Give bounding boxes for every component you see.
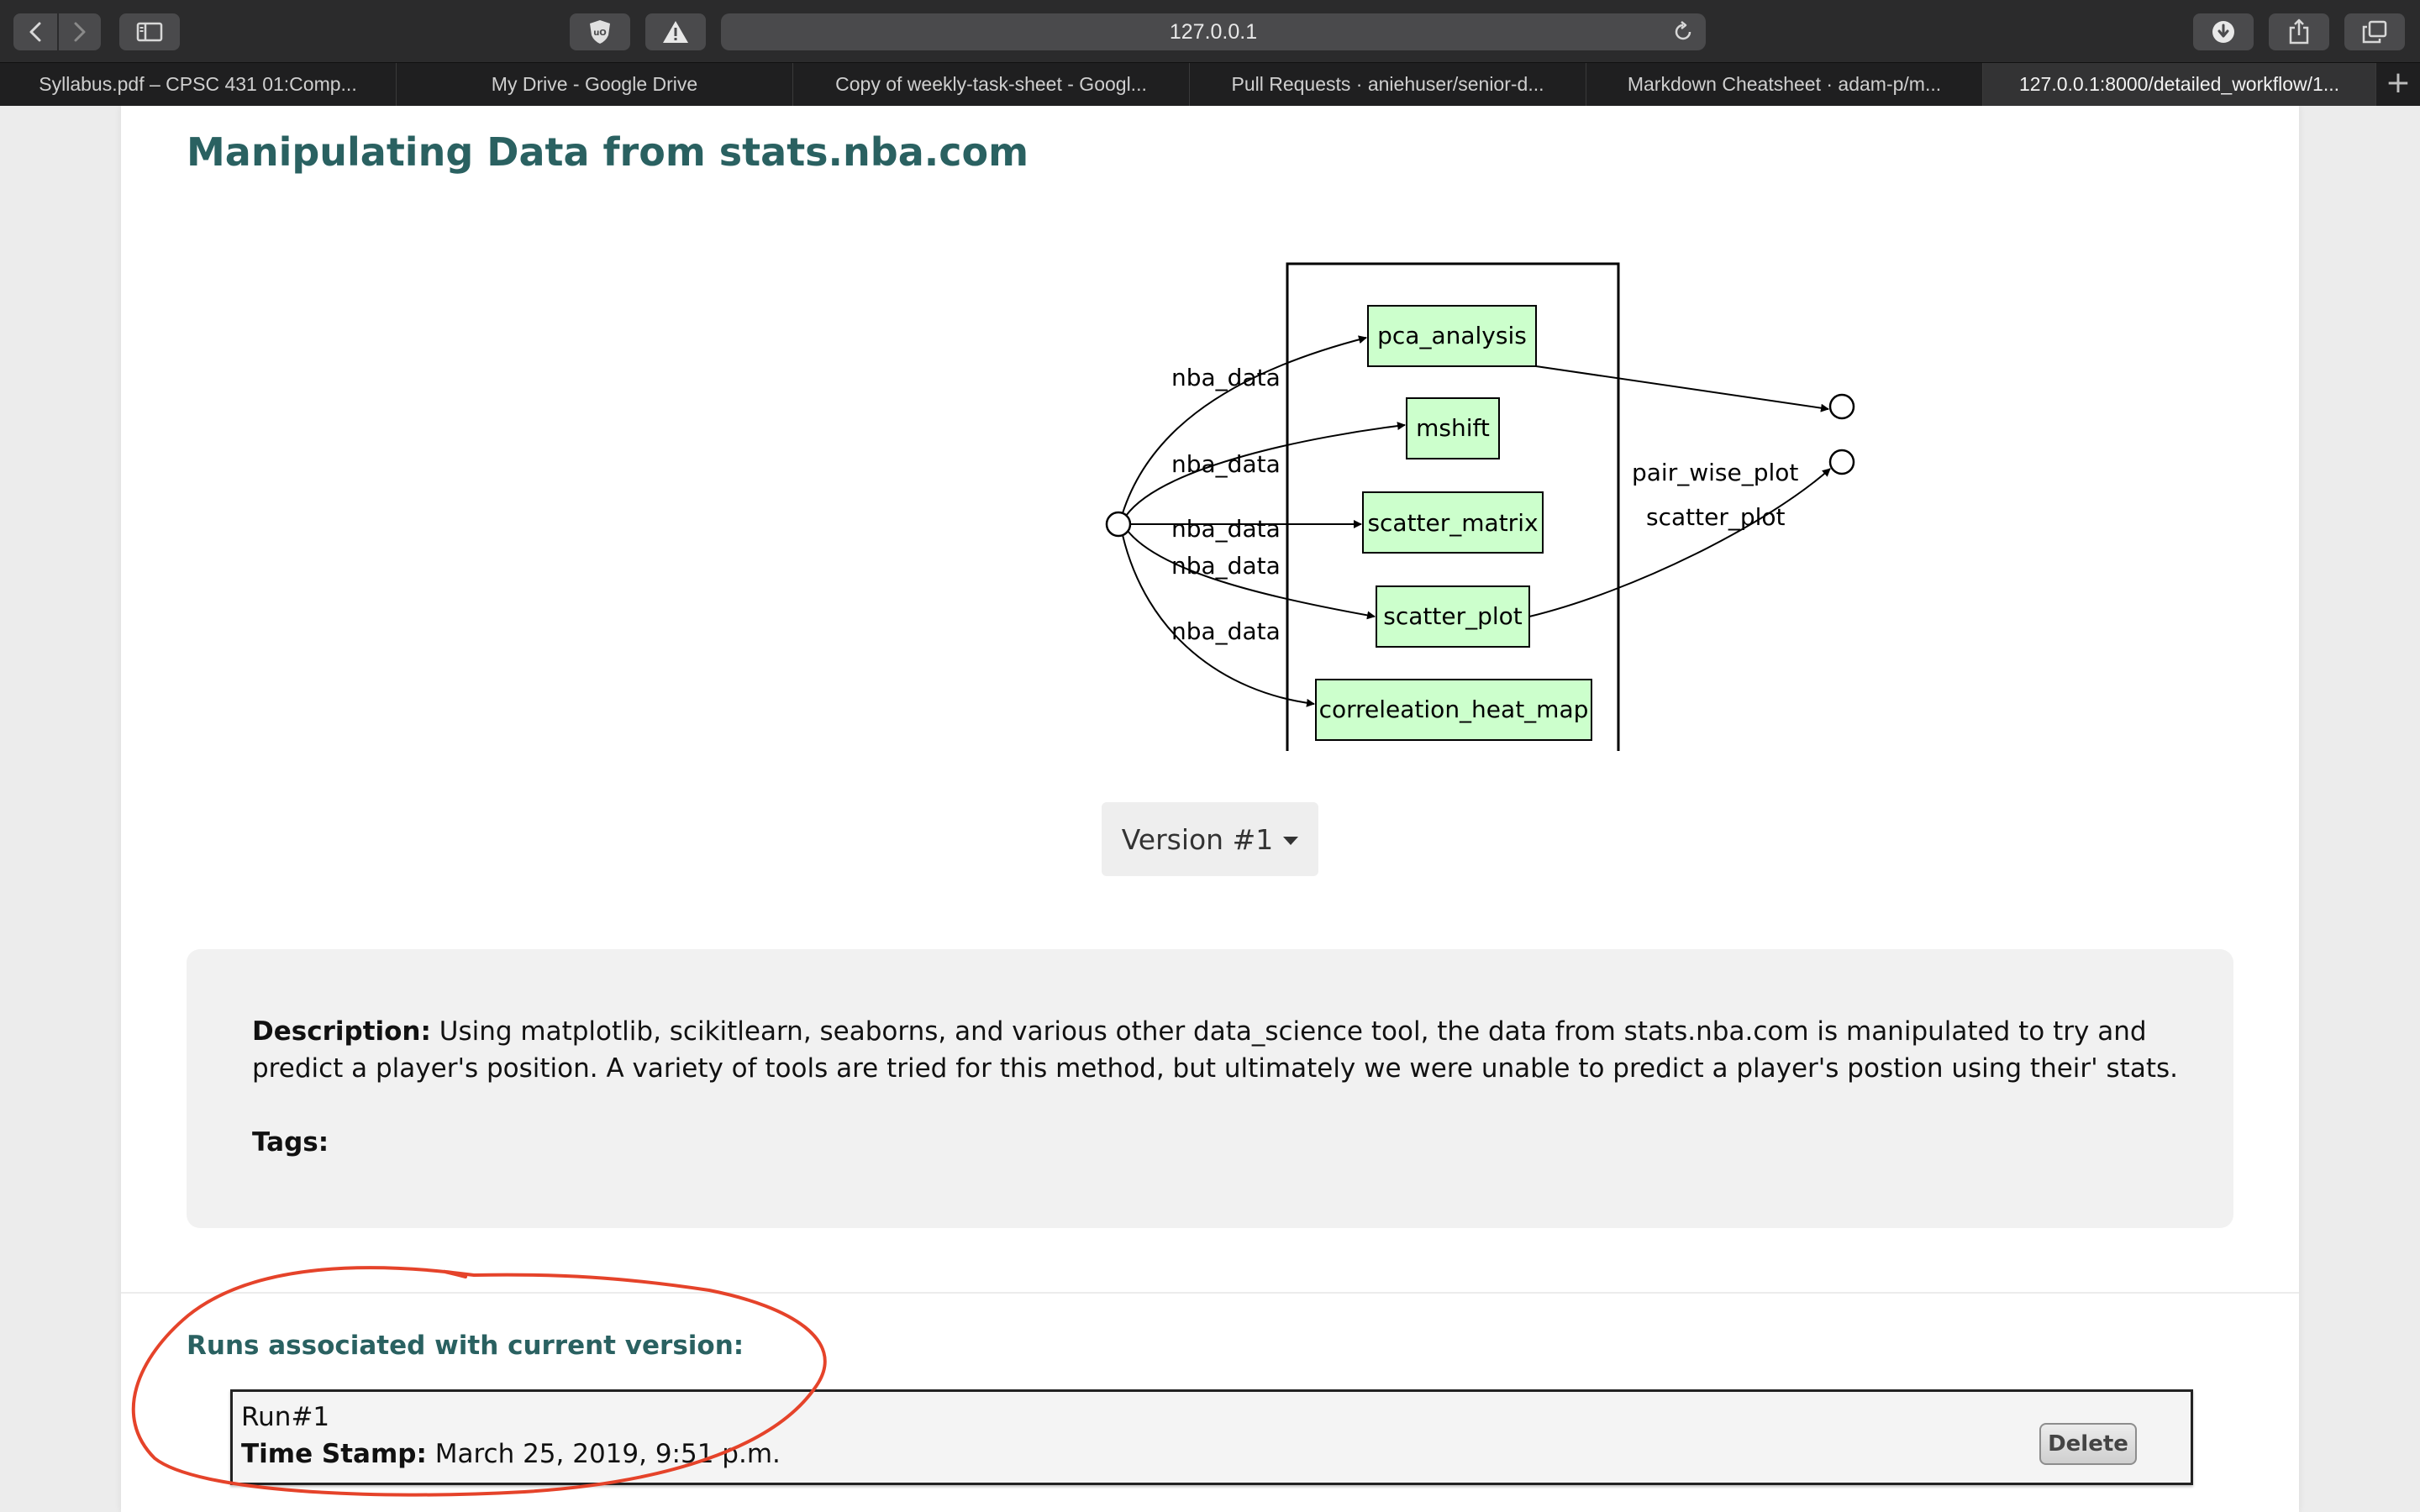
downloads-button[interactable] xyxy=(2193,13,2254,50)
edge-label: pair_wise_plot xyxy=(1632,459,1798,486)
back-button[interactable] xyxy=(13,13,57,50)
nav-buttons xyxy=(13,13,101,50)
edge-input-scatter-plot xyxy=(1127,530,1376,620)
edge-label: nba_data xyxy=(1171,450,1281,478)
tab-syllabus[interactable]: Syllabus.pdf – CPSC 431 01:Comp... xyxy=(0,63,397,107)
description-panel: Description: Using matplotlib, scikitlea… xyxy=(187,949,2233,1228)
description-text: Using matplotlib, scikitlearn, seaborns,… xyxy=(252,1016,2178,1084)
description-label: Description: xyxy=(252,1016,431,1047)
edge-pca-analysis-output xyxy=(1535,365,1829,412)
cluster-label-mask xyxy=(961,230,1936,257)
tags-label: Tags: xyxy=(252,1127,329,1158)
output-node-pair-wise-plot xyxy=(1828,393,1855,420)
tabs-overview-icon xyxy=(2362,20,2387,44)
tab-weekly-task-sheet[interactable]: Copy of weekly-task-sheet - Googl... xyxy=(793,63,1190,107)
description: Description: Using matplotlib, scikitlea… xyxy=(252,1013,2185,1087)
download-icon xyxy=(2212,21,2234,43)
edge-label: nba_data xyxy=(1171,552,1281,580)
node-label: scatter_plot xyxy=(1383,602,1523,630)
node-scatter-matrix: scatter_matrix xyxy=(1362,491,1544,554)
node-label: mshift xyxy=(1416,414,1490,442)
chevron-left-icon xyxy=(29,22,41,42)
browser-toolbar: uO 127.0.0.1 xyxy=(0,0,2420,62)
workflow-diagram: main nba_data nba_data nba_data nba_data… xyxy=(961,230,1936,751)
caret-down-icon xyxy=(1283,837,1299,845)
section-divider xyxy=(121,1292,2299,1294)
tab-overview-button[interactable] xyxy=(2344,13,2405,50)
sidebar-button[interactable] xyxy=(119,13,180,50)
edge-label: nba_data xyxy=(1171,617,1281,645)
version-dropdown[interactable]: Version #1 xyxy=(1102,802,1318,876)
node-correleation-heat-map: correleation_heat_map xyxy=(1315,679,1592,741)
node-label: scatter_matrix xyxy=(1367,509,1538,537)
address-url: 127.0.0.1 xyxy=(1169,20,1258,44)
reload-icon xyxy=(1675,21,1691,40)
timestamp-value: March 25, 2019, 9:51 p.m. xyxy=(434,1439,781,1469)
output-node-scatter-plot xyxy=(1828,449,1855,475)
node-mshift: mshift xyxy=(1406,397,1500,459)
shield-icon: uO xyxy=(590,20,610,44)
node-label: correleation_heat_map xyxy=(1319,696,1589,723)
delete-run-button[interactable]: Delete xyxy=(2039,1423,2137,1465)
edge-scatter-plot-output xyxy=(1528,468,1831,617)
share-button[interactable] xyxy=(2269,13,2329,50)
edge-input-pca-analysis xyxy=(1122,335,1367,514)
share-icon xyxy=(2289,18,2309,45)
edge-label: nba_data xyxy=(1171,515,1281,543)
runs-heading: Runs associated with current version: xyxy=(187,1331,744,1361)
tags: Tags: xyxy=(252,1127,329,1158)
address-bar[interactable]: 127.0.0.1 xyxy=(721,13,1706,50)
ublock-extension-button[interactable]: uO xyxy=(570,13,630,50)
sidebar-icon xyxy=(136,22,163,42)
cluster-border xyxy=(1286,262,1620,751)
new-tab-button[interactable]: + xyxy=(2385,66,2412,100)
cluster-main: main xyxy=(961,230,1936,751)
node-label: pca_analysis xyxy=(1377,322,1527,349)
content-card: Manipulating Data from stats.nba.com mai… xyxy=(121,106,2299,1512)
page-title: Manipulating Data from stats.nba.com xyxy=(187,129,1029,175)
warning-icon xyxy=(663,21,688,43)
nav-separator xyxy=(57,13,59,50)
run-timestamp: Time Stamp: March 25, 2019, 9:51 p.m. xyxy=(241,1439,781,1469)
chevron-right-icon xyxy=(74,22,86,42)
reload-button[interactable] xyxy=(1672,21,1694,46)
edge-input-correleation-heat-map xyxy=(1122,534,1315,707)
tab-markdown-cheatsheet[interactable]: Markdown Cheatsheet · adam-p/m... xyxy=(1586,63,1983,107)
tab-pull-requests[interactable]: Pull Requests · aniehuser/senior-d... xyxy=(1190,63,1586,107)
edge-input-mshift xyxy=(1125,422,1406,517)
svg-text:uO: uO xyxy=(593,29,607,38)
edge-label: nba_data xyxy=(1171,364,1281,391)
page-viewport: Manipulating Data from stats.nba.com mai… xyxy=(0,106,2420,1512)
tab-bar: Syllabus.pdf – CPSC 431 01:Comp... My Dr… xyxy=(0,62,2420,107)
node-scatter-plot: scatter_plot xyxy=(1376,585,1530,648)
warning-extension-button[interactable] xyxy=(645,13,706,50)
version-label: Version #1 xyxy=(1121,822,1274,856)
edge-label: scatter_plot xyxy=(1646,503,1786,531)
node-pca-analysis: pca_analysis xyxy=(1367,305,1537,367)
timestamp-label: Time Stamp: xyxy=(241,1439,427,1469)
forward-button[interactable] xyxy=(59,13,101,50)
run-name[interactable]: Run#1 xyxy=(241,1402,330,1432)
run-item: Run#1 Time Stamp: March 25, 2019, 9:51 p… xyxy=(230,1389,2193,1485)
tab-google-drive[interactable]: My Drive - Google Drive xyxy=(397,63,793,107)
tab-detailed-workflow[interactable]: 127.0.0.1:8000/detailed_workflow/1... xyxy=(1983,63,2376,107)
